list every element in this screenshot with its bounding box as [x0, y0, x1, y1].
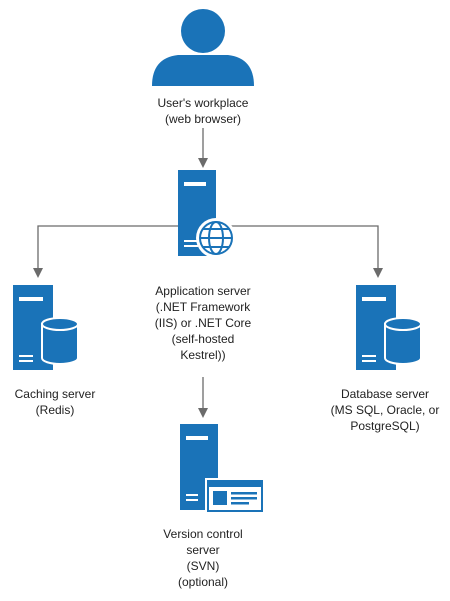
label-line: Caching server [14, 387, 96, 401]
connectors [33, 128, 383, 418]
db-server-label: Database server (MS SQL, Oracle, or Post… [320, 386, 450, 434]
label-line: (SVN) [186, 559, 220, 573]
server-with-database-icon [13, 285, 79, 370]
connector-app-to-cache [33, 225, 203, 278]
workplace-label: User's workplace (web browser) [103, 95, 303, 127]
label-line: Application server [155, 284, 251, 298]
label-line: User's workplace [157, 96, 249, 110]
label-line: (MS SQL, Oracle, or [330, 403, 440, 417]
label-line: (optional) [177, 575, 229, 589]
vcs-server-label: Version control server (SVN) (optional) [123, 526, 283, 590]
label-line: (.NET Framework [155, 300, 251, 314]
connector-app-to-db [203, 225, 383, 278]
label-line: Version control [163, 527, 243, 541]
label-line: (web browser) [164, 112, 242, 126]
label-line: (Redis) [35, 403, 75, 417]
app-server-label: Application server (.NET Framework (IIS)… [113, 283, 293, 363]
label-line: Kestrel)) [180, 348, 226, 362]
label-line: server [186, 543, 220, 557]
server-with-globe-icon [178, 170, 236, 258]
database-icon [384, 317, 422, 365]
label-line: PostgreSQL) [350, 419, 420, 433]
window-icon [205, 478, 265, 514]
cache-server-label: Caching server (Redis) [0, 386, 110, 418]
label-line: Database server [340, 387, 430, 401]
server-with-database-icon [356, 285, 422, 370]
globe-icon [199, 221, 233, 255]
label-line: (self-hosted [171, 332, 235, 346]
label-line: (IIS) or .NET Core [154, 316, 252, 330]
database-icon [41, 317, 79, 365]
user-icon [152, 9, 254, 86]
server-with-window-icon [180, 424, 265, 514]
